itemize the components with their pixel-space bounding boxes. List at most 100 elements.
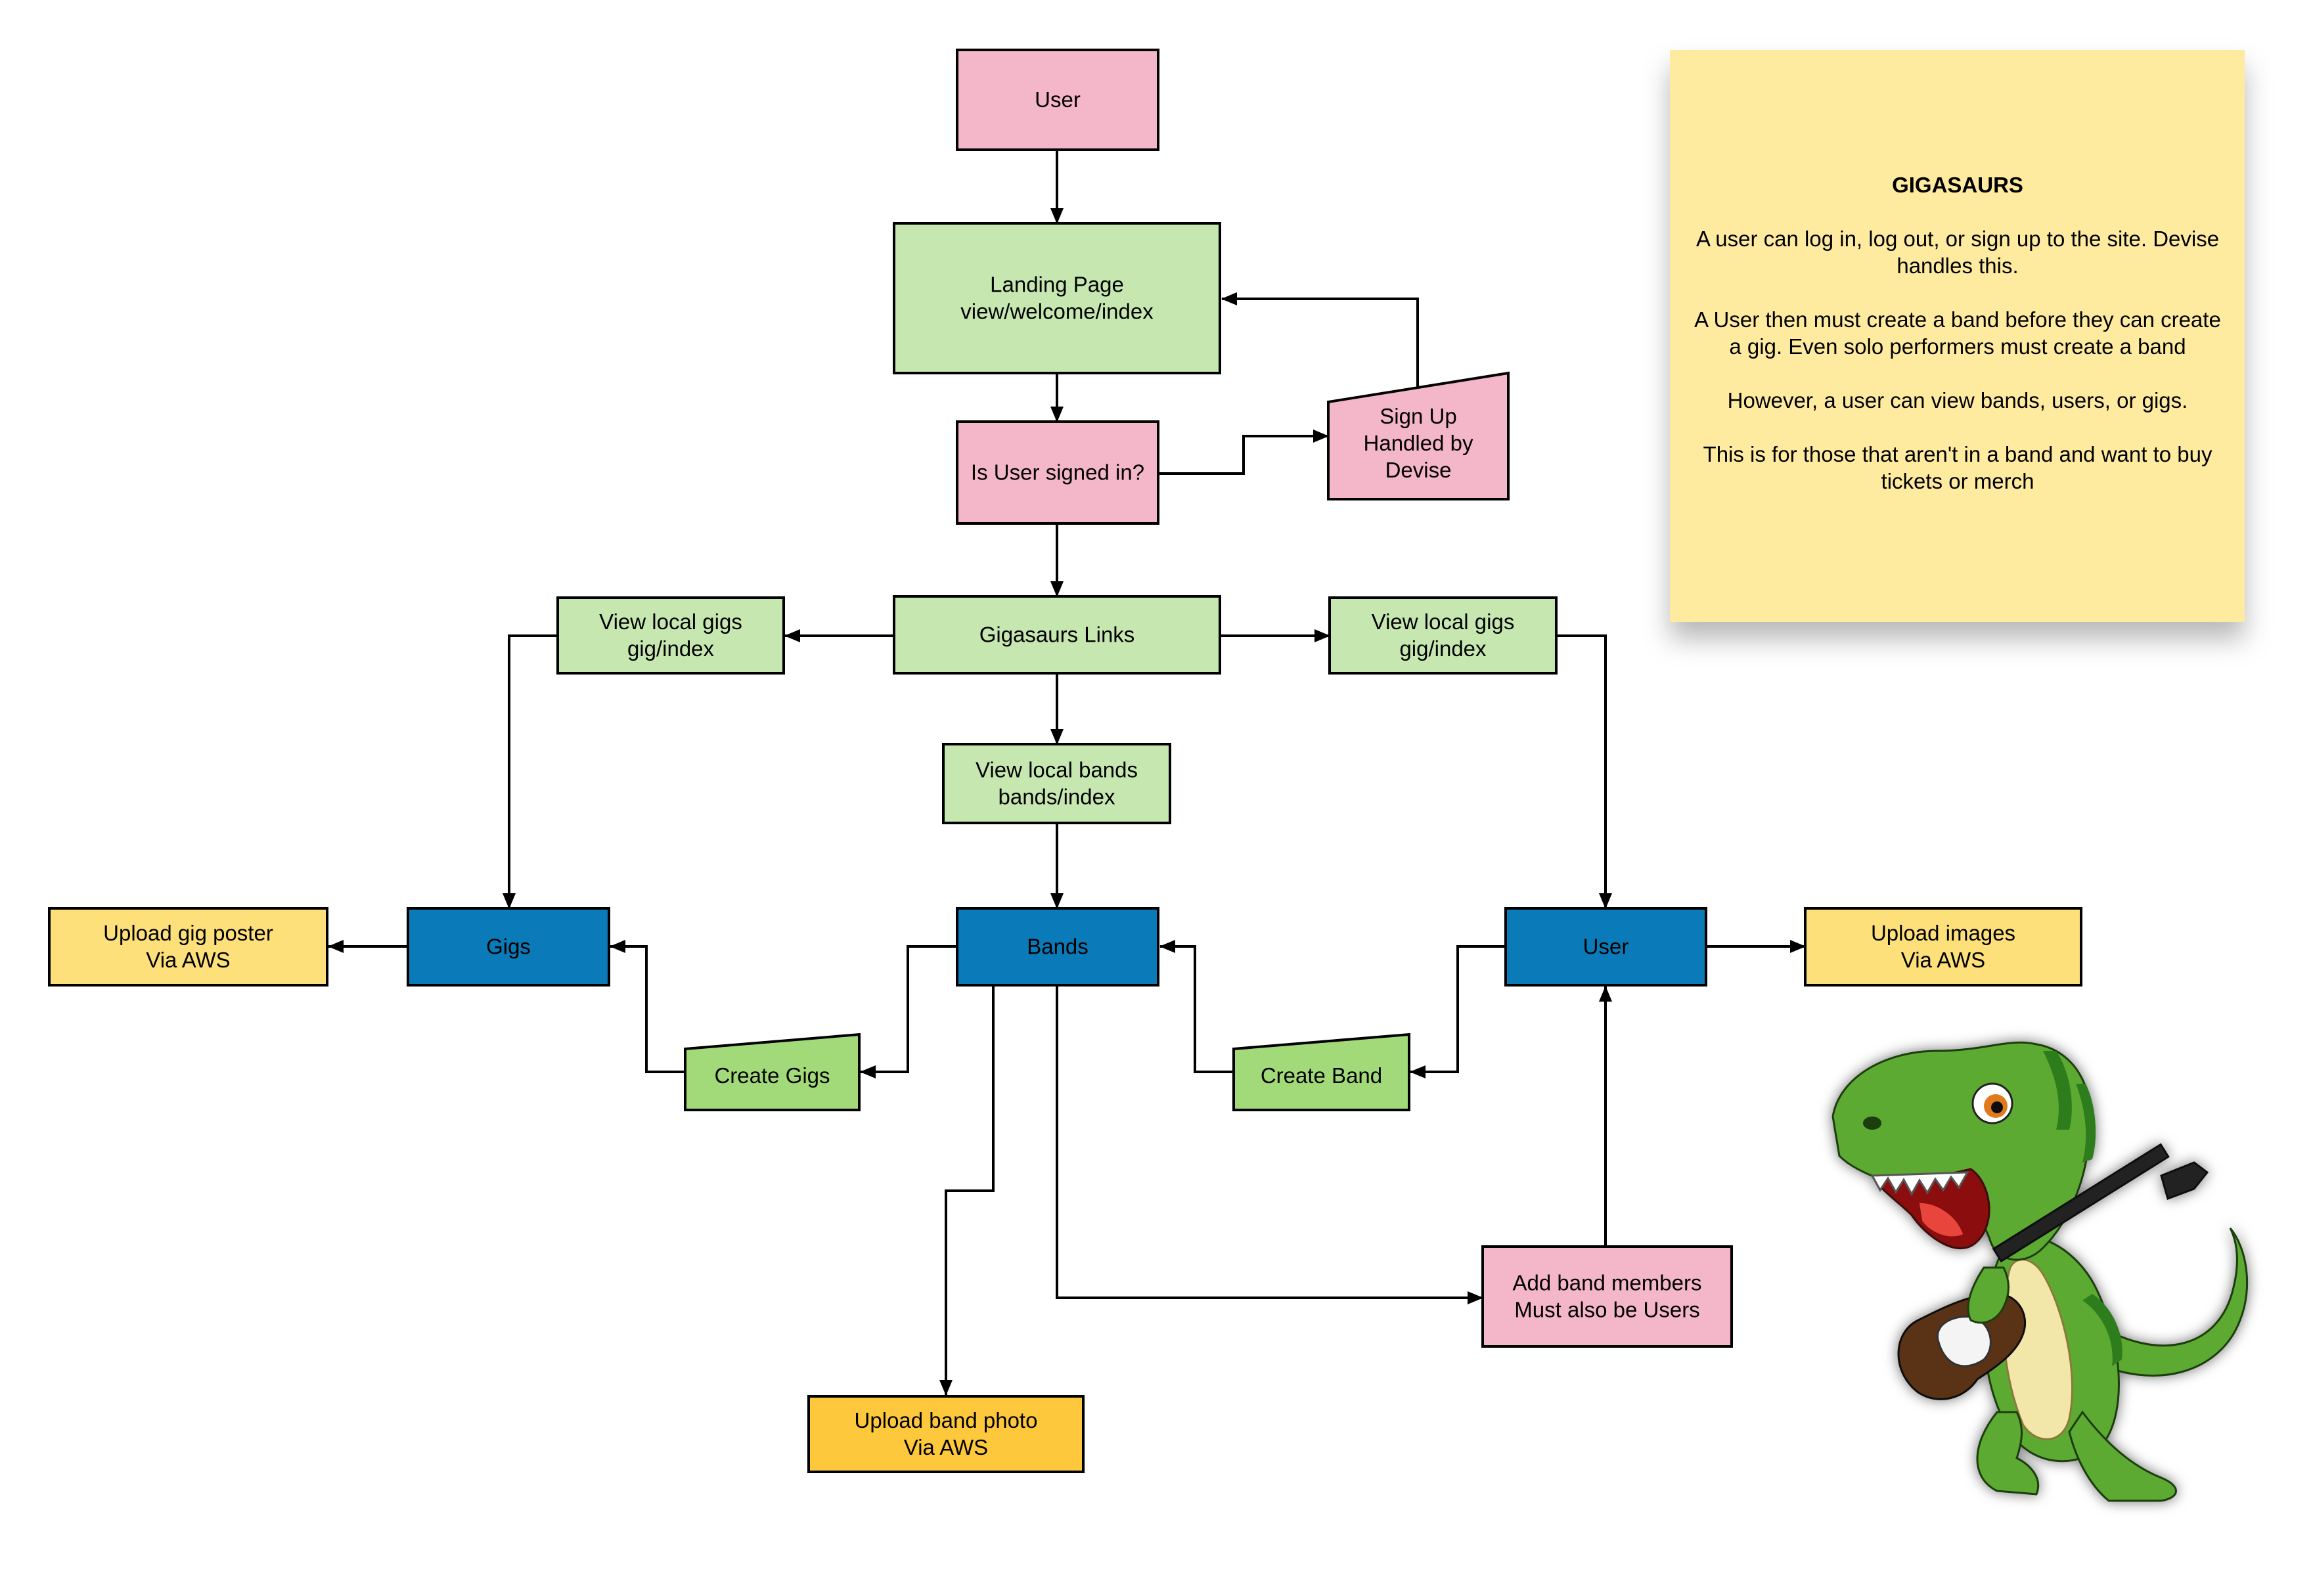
signed-in-decision-box	[956, 420, 1159, 525]
note-paragraph-line: A user can log in, log out, or sign up t…	[1696, 227, 2219, 251]
signed-in-decision-node: Is User signed in?	[956, 420, 1159, 525]
gigasaurs-links-box	[893, 595, 1221, 675]
view-local-gigs-left-label: gig/index	[627, 636, 715, 661]
create-band-node: Create Band	[1232, 1032, 1410, 1111]
upload-images-label: Via AWS	[1901, 948, 1985, 972]
landing-page-box	[893, 222, 1221, 374]
add-band-members-label: Must also be Users	[1514, 1298, 1699, 1322]
view-local-gigs-right-box	[1328, 596, 1558, 675]
upload-images-box	[1804, 907, 2082, 986]
upload-band-photo-label: Upload band photo	[855, 1408, 1038, 1432]
edge-signed-in-to-signup	[1159, 430, 1329, 475]
note-paragraph-line: a gig. Even solo performers must create …	[1729, 334, 2186, 359]
edge-user-to-create-band	[1410, 945, 1506, 1078]
add-band-members-label: Add band members	[1513, 1271, 1702, 1295]
bands-label: Bands	[1027, 935, 1089, 959]
user-start-node: User	[956, 49, 1159, 151]
signup-box	[1327, 371, 1510, 500]
upload-band-photo-box	[807, 1395, 1085, 1473]
guitar-pickguard	[1937, 1316, 1992, 1367]
dino-stripe	[2043, 1051, 2072, 1130]
landing-page-label: view/welcome/index	[960, 299, 1154, 324]
signed-in-decision-label: Is User signed in?	[971, 460, 1144, 485]
gigasaurs-links-label: Gigasaurs Links	[979, 623, 1135, 647]
edge-view-gigs-right-to-user	[1556, 634, 1612, 909]
add-band-members-box	[1481, 1245, 1733, 1348]
edge-view-gigs-left-to-gigs	[503, 634, 558, 909]
view-local-bands-label: bands/index	[999, 785, 1115, 809]
guitar-neck	[1992, 1143, 2170, 1263]
dino-leg-left	[1976, 1411, 2040, 1496]
dino-eye-pupil	[1991, 1101, 2003, 1113]
gigs-box	[407, 907, 610, 986]
signup-node: Sign Up Handled by Devise	[1327, 371, 1510, 500]
view-local-bands-node: View local bands bands/index	[942, 743, 1171, 824]
signup-label: Devise	[1385, 458, 1452, 482]
upload-gig-poster-label: Via AWS	[146, 948, 230, 972]
create-gigs-node: Create Gigs	[684, 1032, 861, 1111]
dino-tail	[2088, 1228, 2249, 1377]
create-band-box	[1232, 1032, 1410, 1111]
edge-bands-to-create-gigs	[860, 945, 957, 1078]
dino-stripe	[2082, 1294, 2122, 1366]
gigasaurs-links-node: Gigasaurs Links	[893, 595, 1221, 675]
create-gigs-box	[684, 1032, 861, 1111]
create-band-label: Create Band	[1261, 1063, 1382, 1088]
dino-tongue	[1917, 1201, 1965, 1239]
note-paragraph-line: However, a user can view bands, users, o…	[1728, 388, 2188, 412]
user-start-label: User	[1035, 87, 1081, 112]
upload-band-photo-label: Via AWS	[904, 1435, 988, 1459]
upload-gig-poster-label: Upload gig poster	[103, 921, 273, 945]
signup-label: Sign Up	[1380, 404, 1456, 428]
gigs-label: Gigs	[486, 935, 531, 959]
note-paragraph-line: handles this.	[1897, 254, 2018, 278]
view-local-gigs-right-label: View local gigs	[1372, 610, 1515, 634]
signup-label: Handled by	[1364, 431, 1473, 455]
view-local-bands-label: View local bands	[976, 758, 1138, 782]
edge-create-band-to-bands	[1159, 940, 1234, 1073]
user-label: User	[1583, 935, 1629, 959]
view-local-gigs-left-label: View local gigs	[599, 610, 742, 634]
upload-gig-poster-box	[48, 907, 328, 986]
bands-box	[956, 907, 1159, 986]
edge-create-gigs-to-gigs	[610, 940, 685, 1073]
dino-arm	[1967, 1266, 2010, 1324]
create-gigs-label: Create Gigs	[714, 1063, 830, 1088]
guitar-dinosaur-icon	[1831, 1041, 2249, 1502]
landing-page-label: Landing Page	[990, 273, 1124, 297]
user-start-box	[956, 49, 1159, 151]
sticky-note-background	[1670, 50, 2245, 622]
guitar-headstock	[2160, 1161, 2209, 1200]
note-body: A user can log in, log out, or sign up t…	[1694, 227, 2221, 493]
edge-signup-to-landing	[1221, 292, 1419, 388]
user-node: User	[1504, 907, 1707, 986]
view-local-bands-box	[942, 743, 1171, 824]
edge-bands-to-add-members	[1056, 985, 1483, 1304]
edge-bands-to-upload-band-photo	[939, 985, 995, 1396]
note-paragraph-line: tickets or merch	[1881, 469, 2034, 493]
note-title: GIGASAURS	[1892, 173, 2023, 197]
dino-nostril	[1863, 1117, 1881, 1130]
dino-leg-right	[2068, 1410, 2177, 1502]
upload-images-label: Upload images	[1871, 921, 2015, 945]
note-paragraph-line: This is for those that aren't in a band …	[1703, 442, 2212, 466]
gigs-node: Gigs	[407, 907, 610, 986]
guitar-icon	[1897, 1143, 2209, 1400]
dino-teeth	[1870, 1171, 1969, 1197]
view-local-gigs-right-label: gig/index	[1399, 636, 1487, 661]
user-box	[1504, 907, 1707, 986]
connector-layer	[328, 150, 1806, 1396]
info-sticky-note: GIGASAURS A user can log in, log out, or…	[1670, 50, 2245, 622]
note-paragraph-line: A User then must create a band before th…	[1694, 307, 2221, 332]
bands-node: Bands	[956, 907, 1159, 986]
view-local-gigs-left-box	[556, 596, 785, 675]
